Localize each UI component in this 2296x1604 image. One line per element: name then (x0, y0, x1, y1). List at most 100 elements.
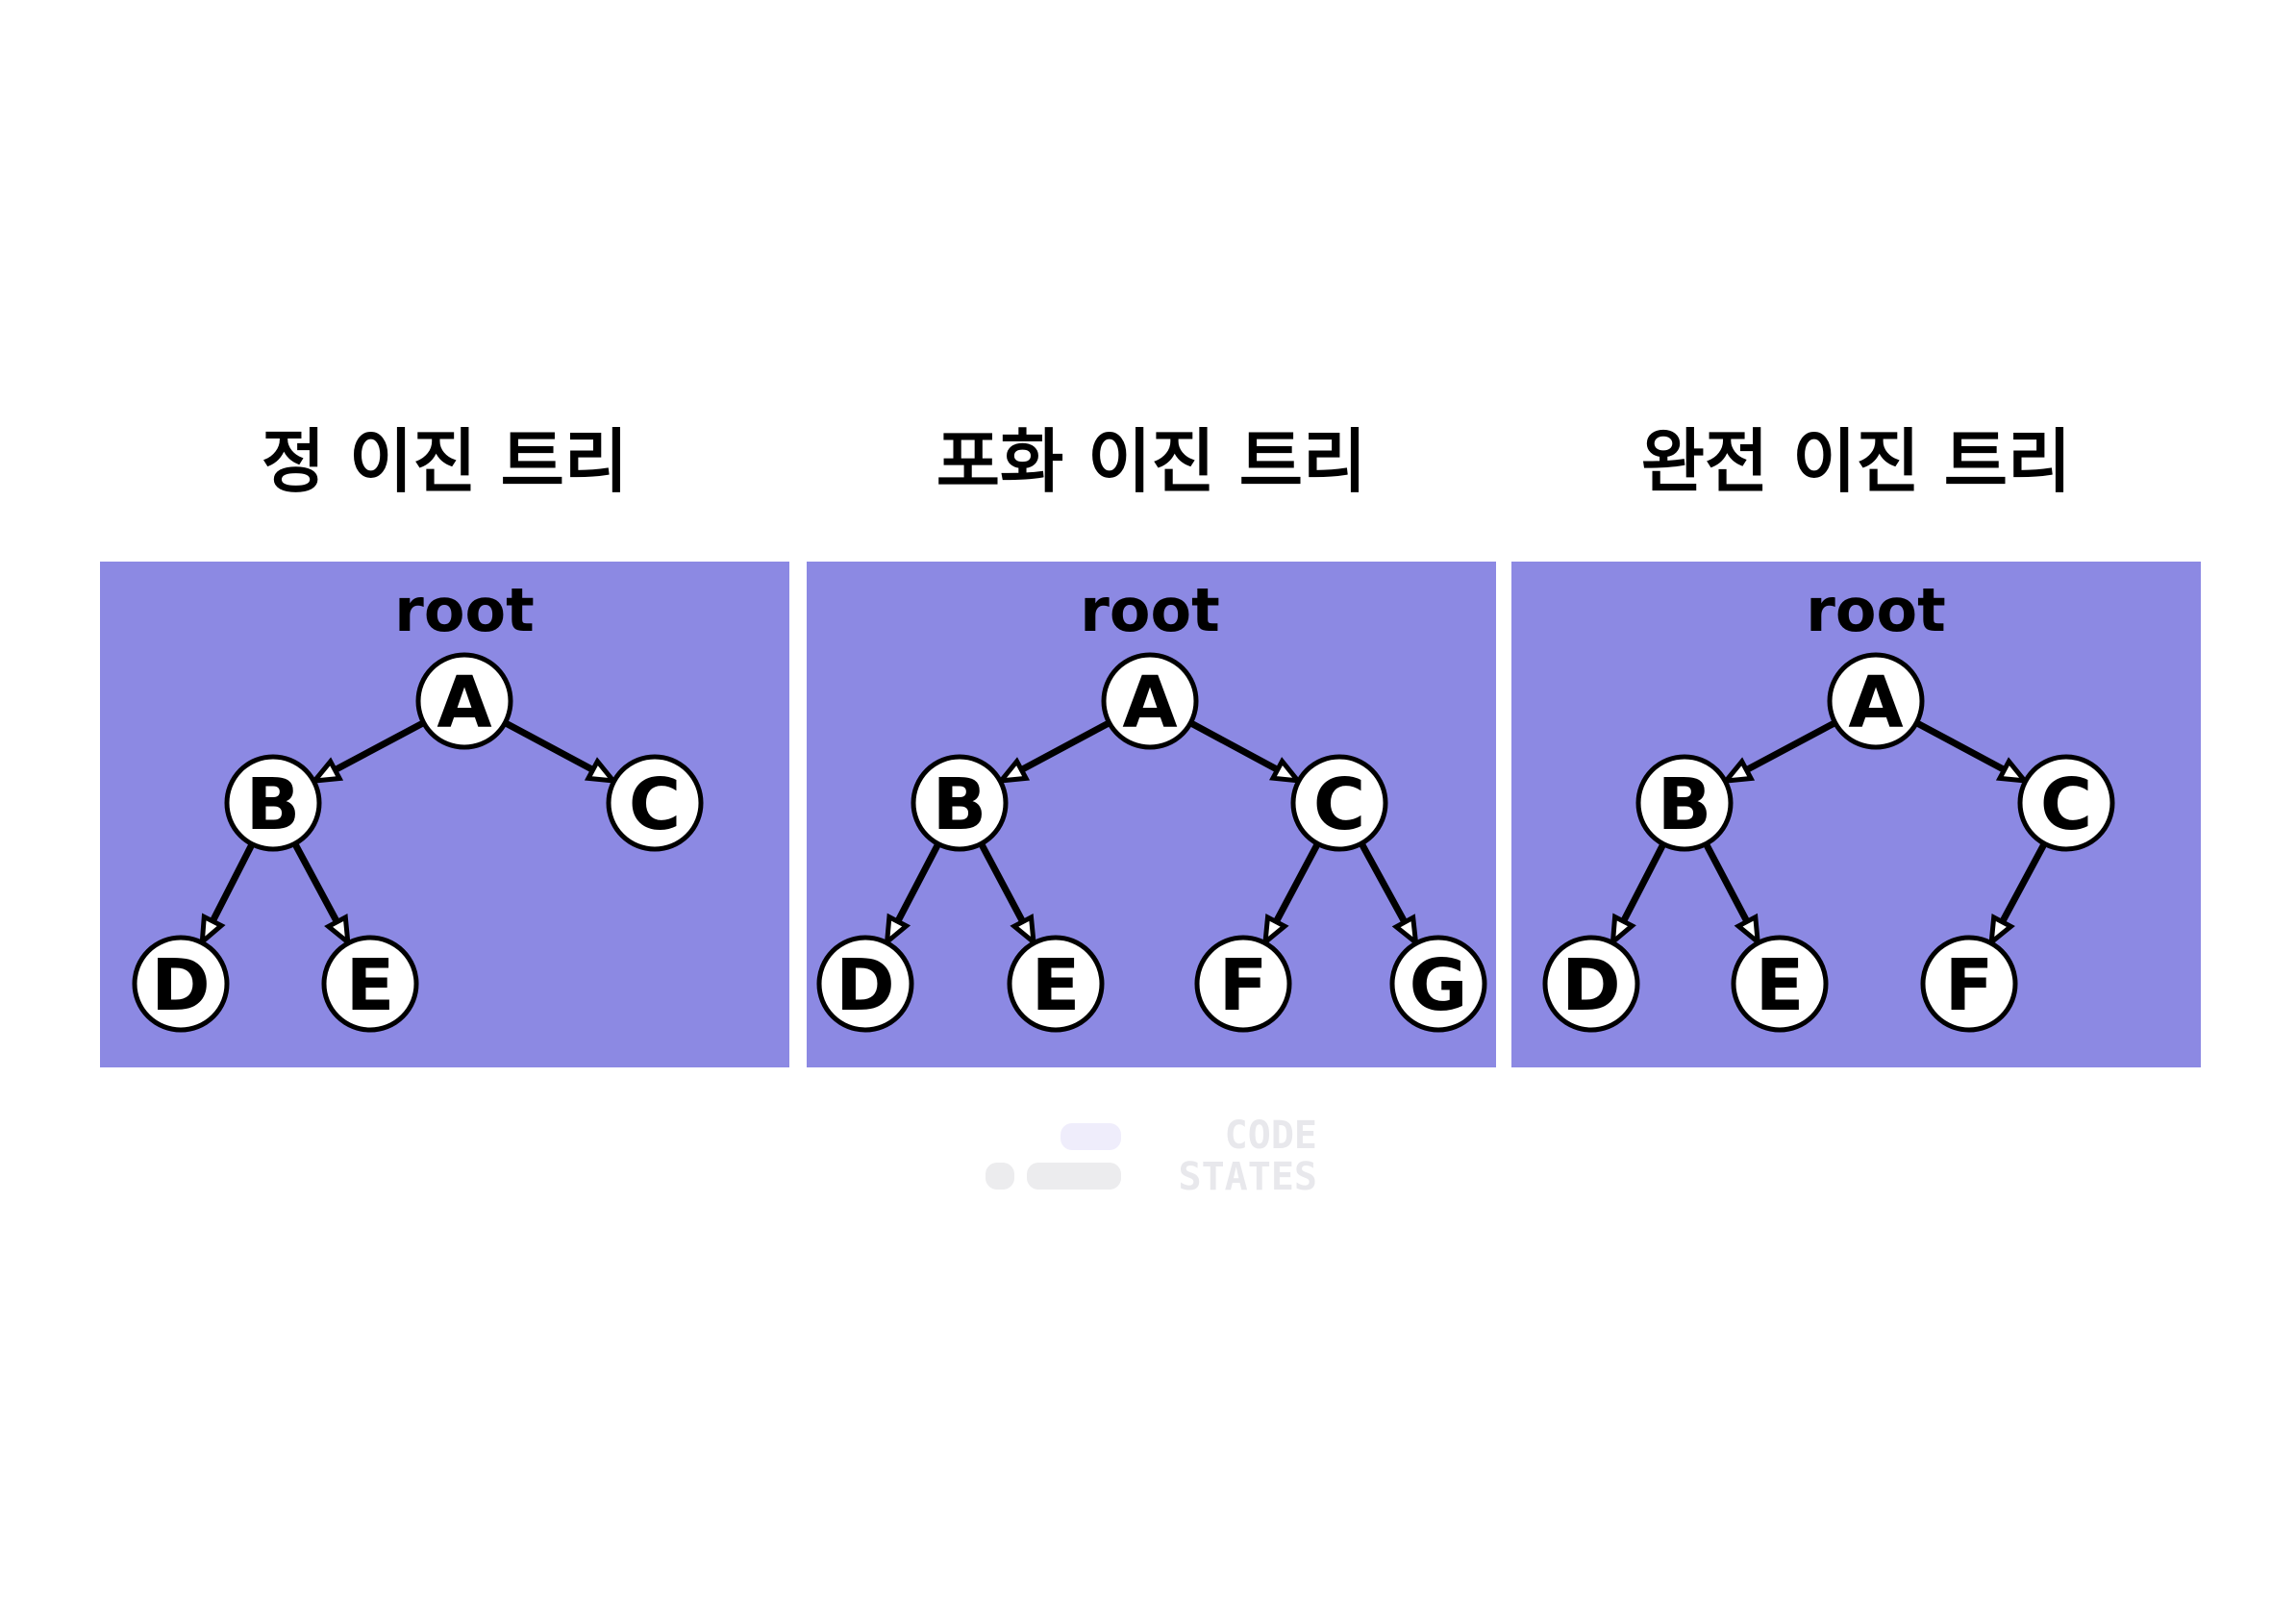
node-label: C (2040, 764, 2092, 846)
edge-c-g (1358, 841, 1408, 924)
tree-node-c: C (2017, 754, 2115, 852)
node-label: A (1122, 662, 1177, 744)
tree-node-b: B (224, 754, 322, 852)
tree-node-a: A (1101, 652, 1199, 750)
node-label: E (1032, 944, 1081, 1027)
tree-node-b: B (1635, 754, 1734, 852)
tree-title-full: 정 이진 트리 (261, 421, 629, 502)
node-circle (911, 754, 1009, 852)
edge-a-b (1019, 719, 1111, 773)
node-circle (1101, 652, 1199, 750)
node-circle (1290, 754, 1388, 852)
node-label: D (836, 944, 894, 1027)
tree-node-f: F (1194, 935, 1292, 1033)
root-label: root (1080, 575, 1219, 645)
arrowhead-b-d (884, 913, 911, 948)
node-label: A (437, 662, 491, 744)
arrowhead-a-c (1995, 757, 2031, 784)
tree-node-c: C (606, 754, 704, 852)
node-label: C (629, 764, 681, 846)
root-label: root (394, 575, 534, 645)
tree-node-g: G (1389, 935, 1487, 1033)
edge-c-f (1273, 841, 1321, 924)
arrowhead-a-c (1269, 757, 1304, 784)
tree-node-a: A (415, 652, 513, 750)
edge-b-d (210, 842, 256, 923)
node-circle (1194, 935, 1292, 1033)
arrowhead-a-b (309, 757, 344, 785)
edge-b-e (978, 841, 1026, 924)
arrowhead-b-e (1010, 913, 1037, 948)
tree-node-b: B (911, 754, 1009, 852)
tree-node-e: E (1731, 935, 1829, 1033)
codestates-watermark-logo: CODE STATES (986, 1115, 1318, 1192)
node-label: C (1313, 764, 1365, 846)
node-circle (415, 652, 513, 750)
tree-node-d: D (816, 935, 914, 1033)
tree-node-d: D (1542, 935, 1640, 1033)
node-label: B (933, 764, 986, 846)
node-circle (1007, 935, 1105, 1033)
node-circle (1920, 935, 2018, 1033)
node-label: B (246, 764, 300, 846)
arrowhead-a-b (1720, 757, 1756, 785)
edge-a-c (503, 719, 595, 773)
watermark-logo-bar-bottom (1027, 1163, 1121, 1190)
edge-a-c (1914, 719, 2007, 773)
edge-a-b (1744, 719, 1837, 773)
node-circle (1635, 754, 1734, 852)
node-circle (816, 935, 914, 1033)
edge-b-d (894, 841, 941, 923)
node-label: E (1756, 944, 1805, 1027)
node-label: E (346, 944, 395, 1027)
watermark-text-code: CODE (1225, 1115, 1317, 1158)
node-circle (224, 754, 322, 852)
node-label: D (151, 944, 210, 1027)
node-label: D (1561, 944, 1620, 1027)
arrowhead-a-c (584, 757, 619, 784)
edge-b-e (1703, 841, 1751, 924)
arrowhead-c-f (1988, 914, 2015, 948)
node-label: F (1219, 944, 1268, 1027)
watermark-text-states: STATES (1179, 1155, 1318, 1192)
node-circle (1389, 935, 1487, 1033)
tree-title-perfect: 포화 이진 트리 (936, 421, 1367, 502)
watermark-logo-bar-top (1061, 1123, 1121, 1150)
node-circle (1542, 935, 1640, 1033)
arrowhead-b-e (1734, 913, 1761, 948)
node-label: G (1410, 944, 1468, 1027)
edge-a-c (1188, 719, 1280, 773)
arrowhead-c-f (1261, 913, 1289, 948)
arrowhead-c-g (1391, 914, 1419, 948)
edge-a-b (333, 719, 426, 773)
node-circle (321, 935, 419, 1033)
arrowhead-b-d (199, 913, 226, 948)
tree-node-c: C (1290, 754, 1388, 852)
tree-node-e: E (321, 935, 419, 1033)
arrowhead-b-e (324, 914, 351, 948)
node-circle (1731, 935, 1829, 1033)
watermark-logo-dot (986, 1163, 1014, 1190)
node-circle (606, 754, 704, 852)
node-circle (132, 935, 230, 1033)
arrowhead-b-d (1610, 913, 1636, 948)
edge-b-e (291, 841, 340, 924)
edge-c-f (1999, 841, 2048, 924)
tree-node-a: A (1827, 652, 1925, 750)
edge-b-d (1620, 842, 1667, 923)
node-circle (2017, 754, 2115, 852)
node-label: A (1848, 662, 1903, 744)
arrowhead-a-b (995, 757, 1031, 784)
tree-node-f: F (1920, 935, 2018, 1033)
node-label: F (1945, 944, 1994, 1027)
node-circle (1827, 652, 1925, 750)
node-label: B (1658, 764, 1711, 846)
tree-node-e: E (1007, 935, 1105, 1033)
root-label: root (1806, 575, 1945, 645)
